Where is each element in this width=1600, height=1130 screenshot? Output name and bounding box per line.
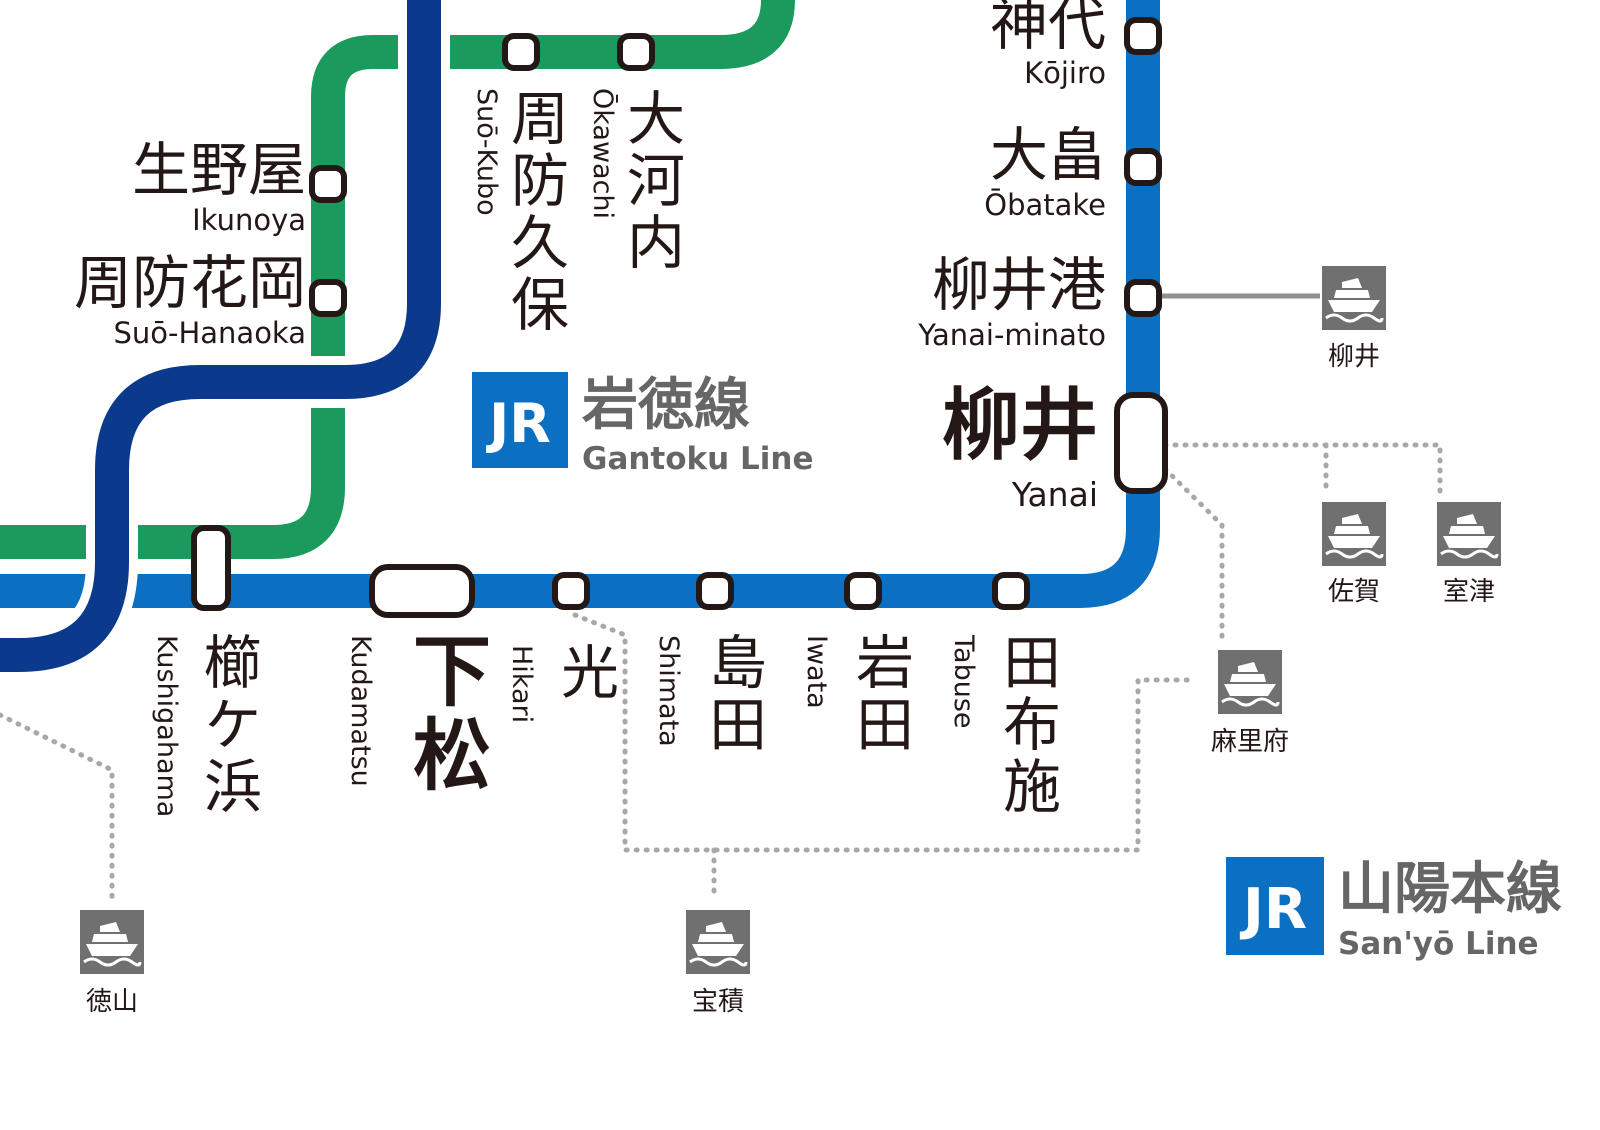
station-label-tabuse-en: Tabuse bbox=[948, 634, 979, 729]
station-label-kushigahama-jp: 櫛ケ浜 bbox=[194, 632, 262, 818]
station-label-ikunoya-jp: 生野屋 bbox=[132, 136, 306, 204]
jr-badge-gantoku-text: JR bbox=[485, 392, 551, 455]
connector-hikari-murifu bbox=[572, 612, 1195, 853]
station-label-kudamatsu-jp: 下松 bbox=[400, 630, 491, 798]
ferry-yanai[interactable]: 柳井 bbox=[1320, 264, 1388, 372]
ferry-murifu[interactable]: 麻里府 bbox=[1211, 648, 1289, 757]
station-marker-yanai-minato[interactable] bbox=[1124, 279, 1162, 317]
station-marker-kojiro[interactable] bbox=[1124, 17, 1162, 55]
ferry-icon bbox=[1320, 264, 1388, 332]
station-label-suo-hanaoka-en: Suō-Hanaoka bbox=[113, 316, 306, 350]
station-marker-yanai[interactable] bbox=[1114, 392, 1168, 494]
connector-yanai-saka-murotsu bbox=[1152, 442, 1443, 498]
station-label-kojiro-jp: 神代 bbox=[990, 0, 1106, 58]
station-marker-suo-hanaoka[interactable] bbox=[309, 279, 347, 317]
station-label-tabuse-jp: 田布施 bbox=[993, 632, 1061, 818]
legend-gantoku-en: Gantoku Line bbox=[582, 441, 814, 477]
station-label-iwata-en: Iwata bbox=[801, 635, 832, 709]
station-marker-obatake[interactable] bbox=[1124, 148, 1162, 186]
station-markers bbox=[191, 17, 1168, 618]
station-marker-hikari[interactable] bbox=[552, 572, 590, 610]
ferry-label-tokuyama: 徳山 bbox=[86, 987, 138, 1017]
ferry-icon bbox=[684, 908, 752, 976]
station-marker-suo-kubo[interactable] bbox=[502, 33, 540, 71]
station-label-shimata-en: Shimata bbox=[653, 635, 684, 747]
ferry-saka[interactable]: 佐賀 bbox=[1320, 500, 1388, 607]
station-label-obatake-en: Ōbatake bbox=[984, 188, 1106, 222]
station-label-kudamatsu-en: Kudamatsu bbox=[345, 635, 376, 787]
station-label-hikari-jp: 光 bbox=[551, 642, 619, 700]
connector-yanai-murifu bbox=[1155, 459, 1225, 643]
ferry-icon bbox=[1216, 648, 1284, 716]
station-label-yanai-jp: 柳井 bbox=[942, 381, 1098, 471]
ferry-icon bbox=[1320, 500, 1388, 568]
ferry-murotsu[interactable]: 室津 bbox=[1435, 500, 1503, 607]
station-label-suo-hanaoka-jp: 周防花岡 bbox=[74, 249, 306, 317]
station-label-hikari-en: Hikari bbox=[506, 645, 537, 723]
station-marker-okawachi[interactable] bbox=[617, 33, 655, 71]
jr-badge-gantoku bbox=[472, 372, 568, 468]
station-marker-tabuse[interactable] bbox=[992, 572, 1030, 610]
ferry-label-murotsu: 室津 bbox=[1443, 577, 1495, 607]
station-label-suo-kubo-jp: 周防久保 bbox=[501, 88, 569, 336]
ferry-label-hozumi: 宝積 bbox=[692, 987, 744, 1017]
station-label-yanai-minato-en: Yanai-minato bbox=[917, 318, 1106, 352]
station-label-shimata-jp: 島田 bbox=[699, 632, 767, 756]
ferry-icon bbox=[1435, 500, 1503, 568]
station-label-obatake-jp: 大畠 bbox=[990, 121, 1106, 189]
station-label-suo-kubo-en: Suō-Kubo bbox=[471, 88, 502, 216]
connector-tokuyama bbox=[0, 712, 115, 903]
station-marker-ikunoya[interactable] bbox=[309, 165, 347, 203]
station-label-yanai-minato-jp: 柳井港 bbox=[932, 251, 1106, 319]
navy-line bbox=[0, 0, 441, 672]
legend-sanyo-en: San'yō Line bbox=[1338, 926, 1539, 962]
legend-gantoku-jp: 岩徳線 bbox=[582, 373, 750, 438]
sanyo-line bbox=[0, 0, 1160, 608]
station-label-yanai-en: Yanai bbox=[1011, 475, 1098, 514]
ferry-label-yanai: 柳井 bbox=[1328, 342, 1380, 372]
ferry-hozumi[interactable]: 宝積 bbox=[684, 908, 752, 1017]
station-label-kushigahama-en: Kushigahama bbox=[151, 635, 182, 817]
jr-badge-sanyo-text: JR bbox=[1239, 877, 1307, 942]
station-marker-shimata[interactable] bbox=[696, 572, 734, 610]
station-marker-kudamatsu[interactable] bbox=[369, 564, 475, 618]
station-marker-iwata[interactable] bbox=[844, 572, 882, 610]
ferry-connectors bbox=[0, 442, 1443, 903]
ferry-icon bbox=[78, 908, 146, 976]
station-marker-kushigahama[interactable] bbox=[191, 525, 231, 611]
gantoku-line bbox=[0, 0, 795, 559]
station-label-iwata-jp: 岩田 bbox=[846, 632, 914, 756]
station-label-ikunoya-en: Ikunoya bbox=[192, 203, 306, 237]
station-label-okawachi-jp: 大河内 bbox=[617, 88, 685, 274]
ferry-label-murifu: 麻里府 bbox=[1211, 727, 1289, 757]
station-label-okawachi-en: Ōkawachi bbox=[587, 88, 618, 219]
legend-gantoku: JR 岩徳線 Gantoku Line bbox=[472, 372, 814, 477]
ferry-label-saka: 佐賀 bbox=[1328, 577, 1380, 607]
ferry-tokuyama[interactable]: 徳山 bbox=[78, 908, 146, 1017]
station-label-kojiro-en: Kōjiro bbox=[1024, 56, 1106, 90]
legend-sanyo-jp: 山陽本線 bbox=[1338, 857, 1562, 922]
legend-sanyo: JR 山陽本線 San'yō Line bbox=[1226, 857, 1562, 962]
jr-badge-sanyo bbox=[1226, 857, 1324, 955]
